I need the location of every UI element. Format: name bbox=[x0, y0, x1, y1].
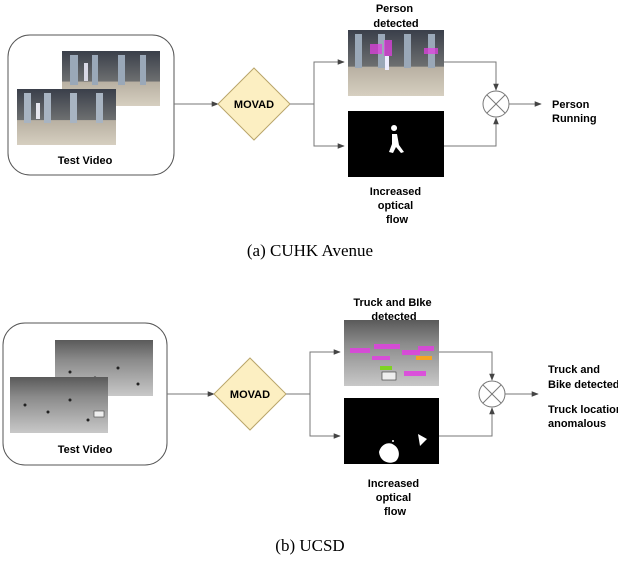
test-video-label: Test Video bbox=[58, 155, 113, 167]
output-label: Person Running bbox=[552, 99, 597, 125]
video-frame-front bbox=[17, 89, 116, 145]
flow-label: Increased optical flow bbox=[370, 186, 424, 226]
movad-diamond bbox=[217, 67, 291, 141]
person-detected-image bbox=[348, 30, 444, 96]
panel-ucsd: Test Video MOVAD Truck and BIke detected bbox=[2, 297, 618, 555]
connector-movad-to-detection bbox=[286, 349, 341, 395]
detection-label: Person detected bbox=[373, 3, 418, 30]
fusion-node bbox=[482, 90, 510, 118]
connector-movad-to-flow bbox=[313, 104, 345, 149]
connector-movad-to-flow bbox=[309, 394, 341, 439]
truck-bike-detected-image bbox=[344, 320, 439, 386]
connector-movad-to-detection bbox=[290, 59, 345, 105]
connector-detection-to-fusion bbox=[439, 351, 495, 381]
connector-flow-to-fusion bbox=[444, 117, 499, 147]
caption-a: (a) CUHK Avenue bbox=[247, 241, 373, 260]
fusion-node bbox=[478, 380, 506, 408]
test-video-label: Test Video bbox=[58, 444, 113, 456]
detection-label: Truck and BIke detected bbox=[353, 297, 434, 323]
movad-diamond bbox=[213, 357, 287, 431]
flow-label: Increased optical flow bbox=[368, 478, 422, 518]
output-label: Truck and Bike detected Truck location a… bbox=[548, 364, 618, 430]
optical-flow-image bbox=[344, 398, 439, 464]
movad-label: MOVAD bbox=[230, 389, 270, 401]
video-frame-front bbox=[10, 377, 108, 433]
connector-flow-to-fusion bbox=[439, 407, 495, 437]
connector-detection-to-fusion bbox=[444, 61, 499, 91]
movad-label: MOVAD bbox=[234, 99, 274, 111]
panel-cuhk-avenue: Test Video MOVAD Person detected Increas… bbox=[7, 3, 597, 260]
caption-b: (b) UCSD bbox=[275, 536, 344, 555]
optical-flow-image bbox=[348, 111, 444, 177]
